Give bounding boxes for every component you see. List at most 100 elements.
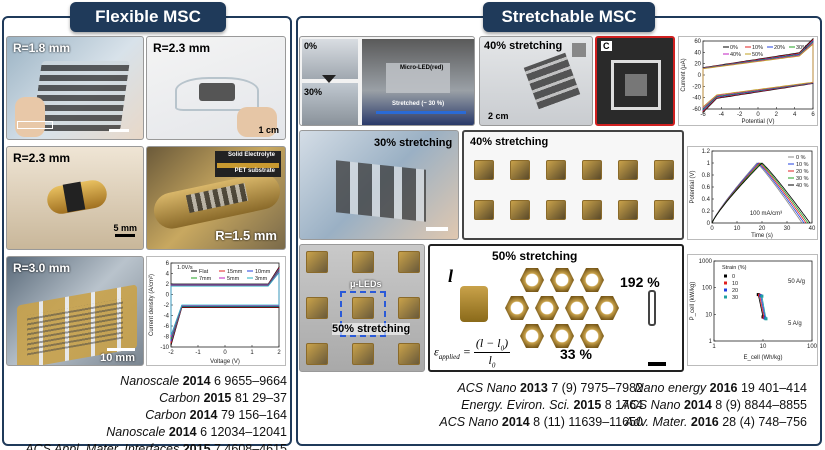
panel-letter: C [601, 41, 612, 51]
strain-percent-label: 33 % [560, 346, 592, 362]
legend-label: 30 % [796, 176, 809, 182]
legend-label: 20% [774, 45, 785, 51]
legend-label: Flat [199, 269, 209, 275]
hexagon-unit [520, 324, 544, 348]
msc-unit [546, 200, 566, 220]
msc-unit [618, 200, 638, 220]
y-tick-label: -20 [692, 84, 701, 90]
ref-volume-pages: 8 (9) 8844–8855 [711, 398, 807, 412]
reference-entry: Adv. Mater. 2016 28 (4) 748–756 [621, 414, 807, 431]
ref-year: 2016 [690, 415, 719, 429]
ref-volume-pages: 8 (11) 11639–11650 [529, 415, 643, 429]
legend-label: 7mm [199, 276, 212, 282]
led-label: μ-LEDs [350, 279, 382, 289]
msc-unit [618, 160, 638, 180]
strain-label: 50% stretching [332, 323, 411, 335]
scale-bar-label: 5 mm [113, 223, 137, 233]
y-tick-label: 1.2 [702, 149, 711, 155]
reference-entry: Energy. Eviron. Sci. 2015 8 1764 [439, 397, 643, 414]
x-tick-label: 30 [784, 226, 791, 232]
y-tick-label: 20 [694, 62, 701, 68]
ref-year: 2013 [519, 381, 548, 395]
y-axis-label: Potential (V) [690, 170, 696, 203]
strain-label: 40% stretching [484, 40, 563, 52]
legend-label: 40% [730, 52, 741, 58]
x-tick-label: 40 [809, 226, 816, 232]
rate-annotation: 50 A/g [788, 279, 805, 285]
ref-journal: ACS Nano [457, 381, 520, 395]
legend-swatch [724, 281, 727, 285]
hexagon-unit [550, 324, 574, 348]
cv-series-line [170, 269, 280, 340]
hexagon-unit [580, 268, 604, 292]
layer-label: Solid Electrolyte [227, 152, 275, 158]
legend-label: 10mm [255, 269, 271, 275]
ref-journal: Nanoscale [120, 374, 183, 388]
ref-volume-pages: 8 1764 [601, 398, 643, 412]
y-tick-label: 1 [707, 161, 711, 167]
ref-year: 2014 [189, 408, 218, 422]
msc-unit [654, 160, 674, 180]
ref-year: 2014 [182, 374, 211, 388]
photo-rolled-device-r15: Solid Electrolyte PET substrate R=1.5 mm [146, 146, 286, 250]
photo-stretch-led-demo: 0% 30% Micro-LED(red) Stretched (~ 30 %) [299, 36, 475, 126]
radius-label: R=2.3 mm [13, 151, 71, 165]
ref-volume-pages: 79 156–164 [217, 408, 287, 422]
photo-array-on-cylinder-r30: R=3.0 mm 10 mm [6, 256, 144, 366]
hexagon-unit [505, 296, 529, 320]
y-tick-label: -4 [164, 314, 170, 320]
legend-swatch [724, 295, 727, 299]
ref-journal: Nanoscale [106, 425, 169, 439]
legend-title: 1.0V/s [177, 265, 193, 271]
ref-journal: Adv. Mater. [624, 415, 691, 429]
msc-unit [398, 297, 420, 319]
y-tick-label: 0 [698, 73, 702, 79]
photo-40-stretch-grid: 40% stretching 2 cm [479, 36, 593, 126]
x-tick-label: 1 [250, 350, 254, 356]
reference-entry: Nano energy 2016 19 401–414 [621, 380, 807, 397]
legend-label: 20 [732, 288, 738, 294]
msc-unit [654, 200, 674, 220]
reference-entry: ACS Nano 2014 8 (9) 8844–8855 [621, 397, 807, 414]
msc-unit [398, 343, 420, 365]
y-tick-label: 0 [707, 221, 711, 227]
ref-volume-pages: 81 29–37 [231, 391, 287, 405]
reference-entry: ACS Nano 2013 7 (9) 7975–7982 [439, 380, 643, 397]
x-tick-label: 1 [712, 344, 716, 350]
legend-label: 10% [752, 45, 763, 51]
strain-label: 50% stretching [492, 249, 578, 263]
x-tick-label: 100 [807, 344, 817, 350]
ref-volume-pages: 6 9655–9664 [210, 374, 287, 388]
reference-entry: ACS Nano 2014 8 (11) 11639–11650 [439, 414, 643, 431]
legend-label: 10 % [796, 162, 809, 168]
y-tick-label: 10 [705, 312, 712, 318]
y-axis-label: Current density (A/cm²) [149, 274, 155, 336]
reference-entry: Nanoscale 2014 6 12034–12041 [25, 424, 287, 441]
y-axis-label: P_cell (kW/kg) [690, 282, 696, 321]
ref-volume-pages: 7 4608–4615 [210, 442, 287, 450]
x-tick-label: -2 [168, 350, 174, 356]
x-axis-label: Voltage (V) [210, 359, 240, 365]
cv-series-line [170, 266, 280, 344]
y-tick-label: 4 [166, 272, 170, 278]
strain-label: 40% stretching [470, 136, 549, 148]
x-tick-label: -6 [700, 112, 706, 118]
msc-unit [474, 200, 494, 220]
msc-unit [306, 297, 328, 319]
ref-journal: Nano energy [634, 381, 710, 395]
cv-series-line [170, 271, 280, 336]
scale-bar-label: 10 mm [100, 352, 135, 364]
photo-40-stretch-array: 40% stretching [462, 130, 684, 240]
y-tick-label: 6 [166, 261, 170, 267]
x-axis-label: Potential (V) [741, 119, 774, 125]
photo-50-stretch-leds: μ-LEDs 50% stretching [299, 244, 425, 372]
ref-year: 2014 [501, 415, 530, 429]
msc-unit [398, 251, 420, 273]
